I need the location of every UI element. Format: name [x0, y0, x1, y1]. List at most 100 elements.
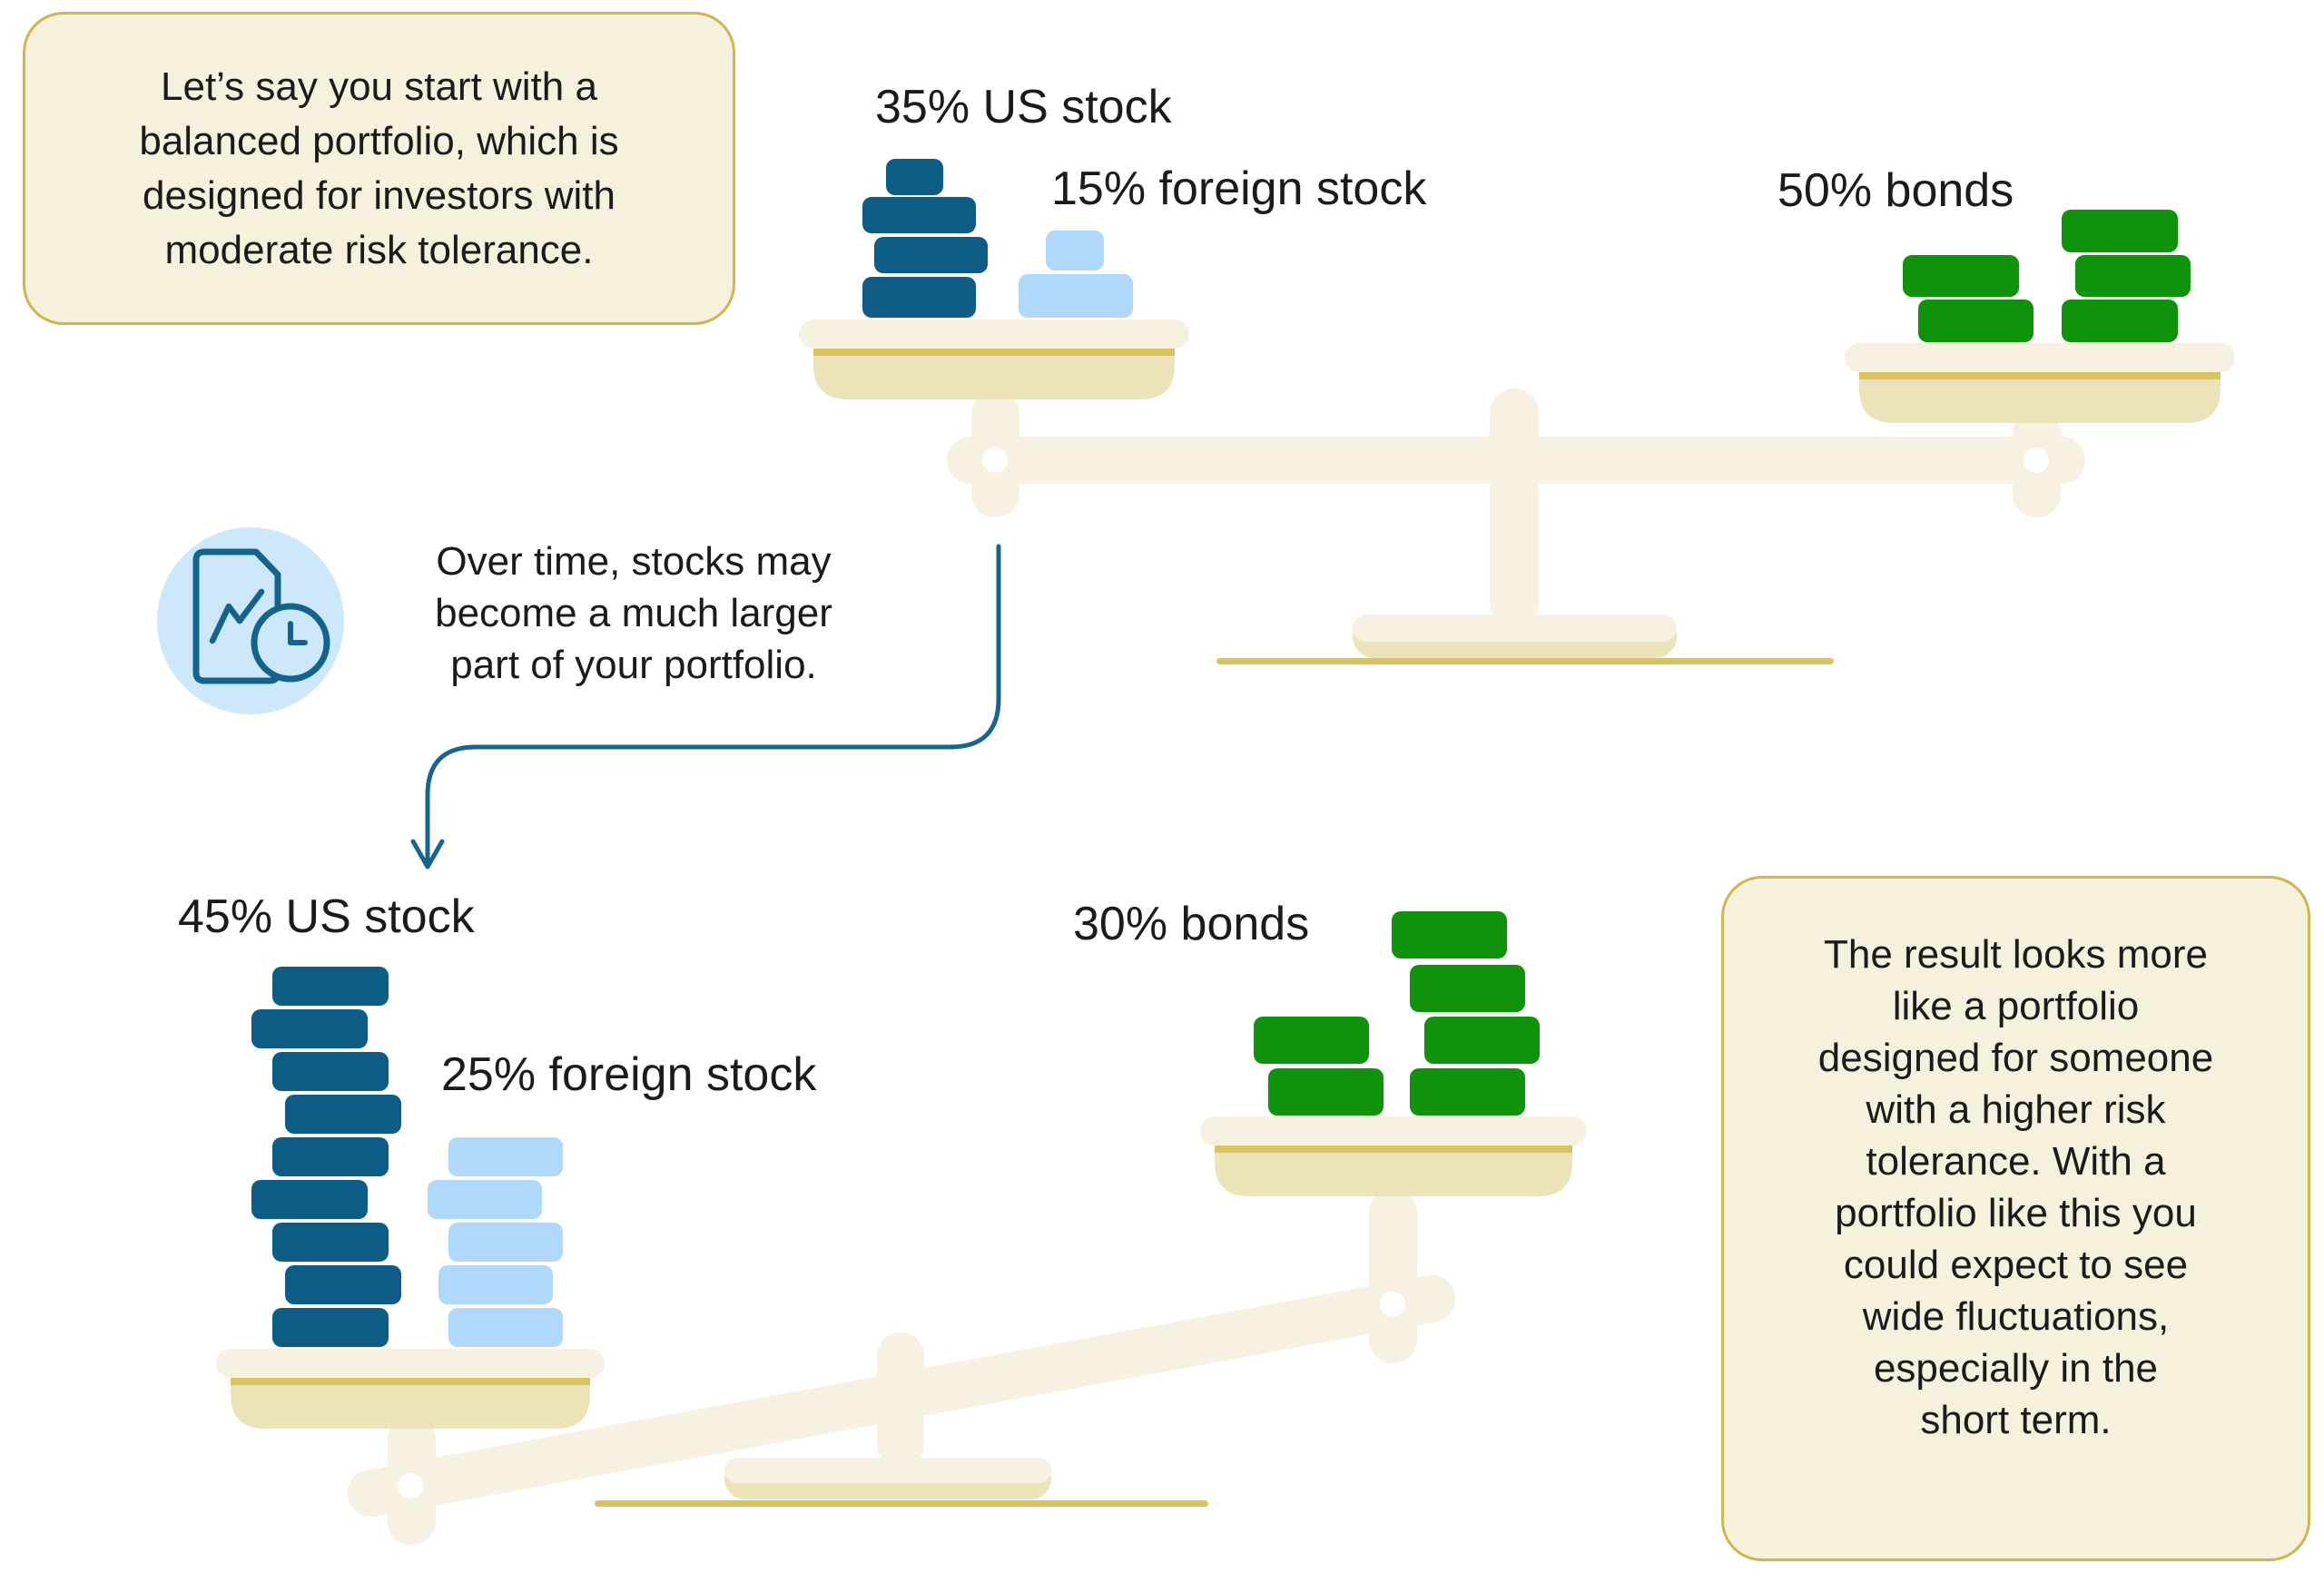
stock-pan: [216, 1349, 605, 1429]
callout-line: could expect to see: [1843, 1243, 2189, 1287]
beam-pivot-hole: [982, 447, 1008, 473]
callout-line: Over time, stocks may: [436, 539, 832, 584]
callout-line: with a higher risk: [1866, 1087, 2166, 1132]
label-drifted-foreign-stock: 25% foreign stock: [441, 1048, 817, 1101]
pan-plate: [1845, 343, 2235, 372]
drift-arrow: [410, 544, 1001, 870]
callout-line: become a much larger: [435, 591, 832, 635]
arrow-curve: [425, 544, 1001, 863]
coin: [272, 967, 389, 1006]
result-callout: The result looks more like a portfolio d…: [1721, 876, 2310, 1561]
coin: [2062, 210, 2178, 252]
coin: [1254, 1017, 1369, 1064]
balanced-scale: [799, 320, 2235, 664]
intro-callout: Let’s say you start with a balanced port…: [23, 12, 735, 325]
balanced-bonds-stack: [1903, 210, 2191, 342]
coin: [285, 1265, 401, 1304]
pan-bowl: [1215, 1153, 1572, 1196]
coin: [874, 237, 988, 273]
pan-gold-rim: [231, 1377, 590, 1385]
callout-line: portfolio like this you: [1835, 1191, 2197, 1235]
coin: [886, 159, 943, 195]
right-pan-stem: [1369, 1189, 1417, 1363]
callout-line: short term.: [1920, 1398, 2112, 1442]
ground-line: [595, 1500, 1208, 1507]
coin-stacks: [251, 159, 2191, 1347]
pan-gold-rim: [813, 348, 1175, 356]
label-balanced-foreign-stock: 15% foreign stock: [1051, 162, 1427, 215]
callout-line: like a portfolio: [1892, 984, 2140, 1028]
coin: [2062, 300, 2178, 342]
coin: [1410, 965, 1525, 1012]
coin: [1918, 300, 2034, 342]
coin: [428, 1180, 542, 1219]
coin: [438, 1265, 553, 1304]
callout-line: tolerance. With a: [1866, 1139, 2166, 1184]
label-balanced-bonds: 50% bonds: [1777, 164, 2014, 217]
coin: [1392, 911, 1507, 959]
coin: [1903, 255, 2019, 297]
pan-plate: [799, 320, 1189, 349]
pan-bowl: [813, 356, 1175, 399]
callout-line: balanced portfolio, which is: [139, 118, 619, 163]
callout-line: moderate risk tolerance.: [164, 227, 594, 272]
coin: [862, 197, 976, 233]
coin: [285, 1095, 401, 1134]
coin: [1019, 274, 1133, 318]
stock-pan: [799, 320, 1189, 399]
clock-hands: [288, 621, 308, 645]
pan-gold-rim: [1215, 1145, 1572, 1153]
callout-line: part of your portfolio.: [450, 643, 817, 687]
drifted-us-stock-stack: [251, 967, 401, 1347]
beam-pivot-hole: [1380, 1292, 1405, 1317]
coin: [272, 1223, 389, 1262]
callout-line: designed for someone: [1817, 1036, 2214, 1080]
balanced-us-stock-stack: [862, 159, 988, 318]
beam-pivot-hole: [2024, 447, 2049, 473]
coin: [251, 1009, 368, 1048]
coin: [251, 1180, 368, 1219]
scale-base-top: [1353, 614, 1677, 642]
coin: [272, 1308, 389, 1347]
label-drifted-bonds: 30% bonds: [1073, 898, 1310, 950]
scale-post: [1490, 388, 1539, 626]
coin: [448, 1308, 563, 1347]
pan-bowl: [231, 1385, 590, 1429]
callout-line: wide fluctuations,: [1862, 1294, 2170, 1339]
balanced-foreign-stock-stack: [1019, 231, 1133, 318]
coin: [272, 1052, 389, 1091]
pan-bowl: [1859, 379, 2221, 423]
scale-post: [877, 1332, 924, 1469]
callout-line: Let’s say you start with a: [161, 64, 597, 109]
drift-note: Over time, stocks may become a much larg…: [334, 536, 933, 691]
coin: [2075, 255, 2191, 297]
ground-line: [1216, 658, 1834, 664]
coin: [1268, 1068, 1384, 1116]
callout-line: The result looks more: [1823, 932, 2209, 977]
scale-base-top: [724, 1458, 1051, 1483]
drifted-scale: [216, 1116, 1587, 1545]
chart-document-clock-icon: [157, 527, 344, 714]
beam-pivot-hole: [398, 1473, 423, 1499]
coin: [1424, 1017, 1540, 1064]
pan-plate: [216, 1349, 605, 1378]
trend-line: [209, 588, 265, 644]
pan-plate: [1200, 1116, 1587, 1145]
coin: [448, 1137, 563, 1176]
callout-line: designed for investors with: [143, 172, 615, 218]
pan-gold-rim: [1859, 371, 2221, 379]
coin: [1046, 231, 1104, 270]
drifted-bonds-stack: [1254, 911, 1540, 1116]
bonds-pan: [1845, 343, 2235, 423]
coin: [448, 1223, 563, 1262]
drifted-foreign-stock-stack: [428, 1137, 563, 1347]
arrow-head: [410, 839, 445, 870]
coin: [272, 1137, 389, 1176]
callout-line: especially in the: [1873, 1346, 2159, 1391]
label-drifted-us-stock: 45% US stock: [178, 890, 475, 943]
label-balanced-us-stock: 35% US stock: [875, 81, 1172, 133]
bonds-pan: [1200, 1116, 1587, 1196]
coin: [1410, 1068, 1525, 1116]
